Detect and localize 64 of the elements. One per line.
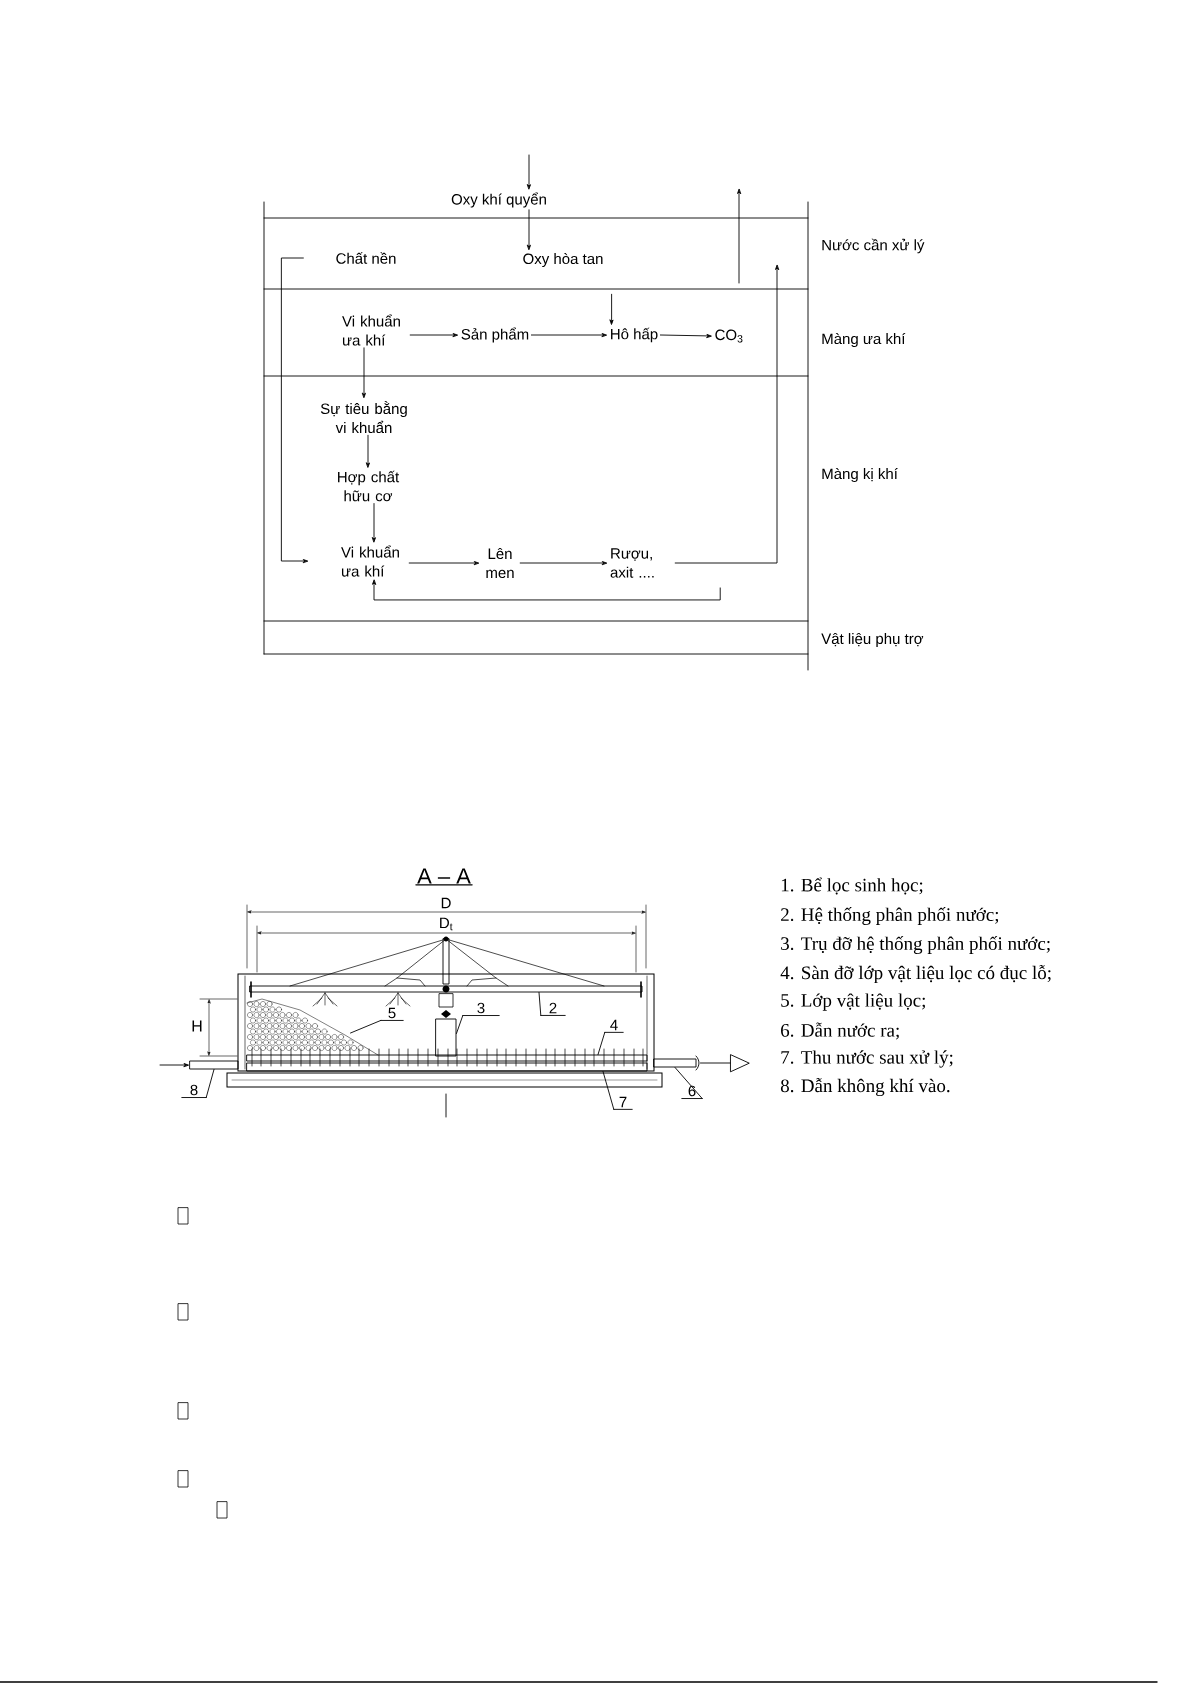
arrow <box>530 333 607 337</box>
arrow <box>674 264 779 564</box>
callout-number: 6 <box>681 1085 703 1099</box>
callout-number: 4 <box>604 1019 624 1033</box>
outlet-pipe <box>653 1055 700 1071</box>
parts-list-item: 8. Dẫn không khí vào. <box>780 1077 950 1097</box>
process-text: Vi khuẩn ưa khí <box>342 314 400 346</box>
arrow <box>408 561 479 565</box>
process-text: Lên men <box>486 548 514 579</box>
arrow <box>519 561 607 565</box>
arrow <box>409 333 458 337</box>
layer-label: Màng kị khí <box>822 467 898 483</box>
callout-number: 3 <box>462 1002 500 1016</box>
parts-list-item: 1. Bể lọc sinh học; <box>781 877 923 895</box>
dimension-label: D <box>441 897 451 909</box>
process-text: Sản phẩm <box>461 327 529 343</box>
parts-list-item: 7. Thu nước sau xử lý; <box>781 1050 953 1068</box>
arrow <box>609 293 614 325</box>
parts-list-item: 5. Lớp vật liệu lọc; <box>781 993 925 1011</box>
parts-list-item: 4. Sàn đỡ lớp vật liệu lọc có đục lỗ; <box>780 964 1051 984</box>
callout-number: 2 <box>540 1002 566 1016</box>
callout-number: 5 <box>380 1007 404 1021</box>
process-text: Oxy khí quyển <box>451 192 546 208</box>
layer-label: Vật liệu phụ trợ <box>821 633 924 647</box>
inlet-pipe <box>189 1060 239 1070</box>
arrow <box>659 333 712 338</box>
process-text: Hợp chất hữu cơ <box>338 470 400 502</box>
leader-line <box>597 1031 606 1055</box>
arrow <box>700 1054 750 1072</box>
leader-line <box>602 1071 615 1110</box>
arrow <box>159 1063 189 1067</box>
layer-label: Màng ưa khí <box>822 332 906 348</box>
dimension-label: H <box>192 1020 202 1032</box>
arrow <box>372 579 721 601</box>
process-text: Sự tiêu bằng vi khuẩn <box>320 400 407 434</box>
process-text: CO$_{3}$ <box>715 329 743 343</box>
distributor-arm <box>249 936 643 998</box>
leader-line <box>350 1020 382 1034</box>
arrow <box>527 209 531 250</box>
callout-number: 7 <box>613 1096 633 1110</box>
arrow <box>280 257 308 563</box>
process-text: Vi khuẩn ưa khí <box>341 545 399 577</box>
parts-list-item: 6. Dẫn nước ra; <box>781 1022 899 1040</box>
leader-line <box>538 992 542 1016</box>
callout-number: 8 <box>181 1084 207 1098</box>
process-text: Oxy hòa tan <box>523 252 603 268</box>
collection-channel <box>246 1062 648 1072</box>
parts-list-item: 3. Trụ đỡ hệ thống phân phối nước; <box>781 936 1050 954</box>
arrow <box>366 434 370 468</box>
process-text: Chất nền <box>336 252 396 264</box>
process-text: Hô hấp <box>611 327 658 343</box>
support-column <box>435 993 457 1057</box>
leader-line <box>674 1067 703 1099</box>
filter-media-drawing <box>246 998 379 1056</box>
section-label: A – A <box>415 868 473 886</box>
perforated-floor <box>246 1048 648 1067</box>
layer-label: Nước cần xử lý <box>822 238 925 254</box>
leader-line <box>205 1069 215 1098</box>
arrow <box>527 154 531 190</box>
leader-line <box>456 1015 464 1034</box>
arrow <box>362 347 366 398</box>
parts-list-item: 2. Hệ thống phân phối nước; <box>781 907 999 925</box>
arrow <box>372 503 376 543</box>
process-text: Rượu, axit .... <box>610 548 654 578</box>
